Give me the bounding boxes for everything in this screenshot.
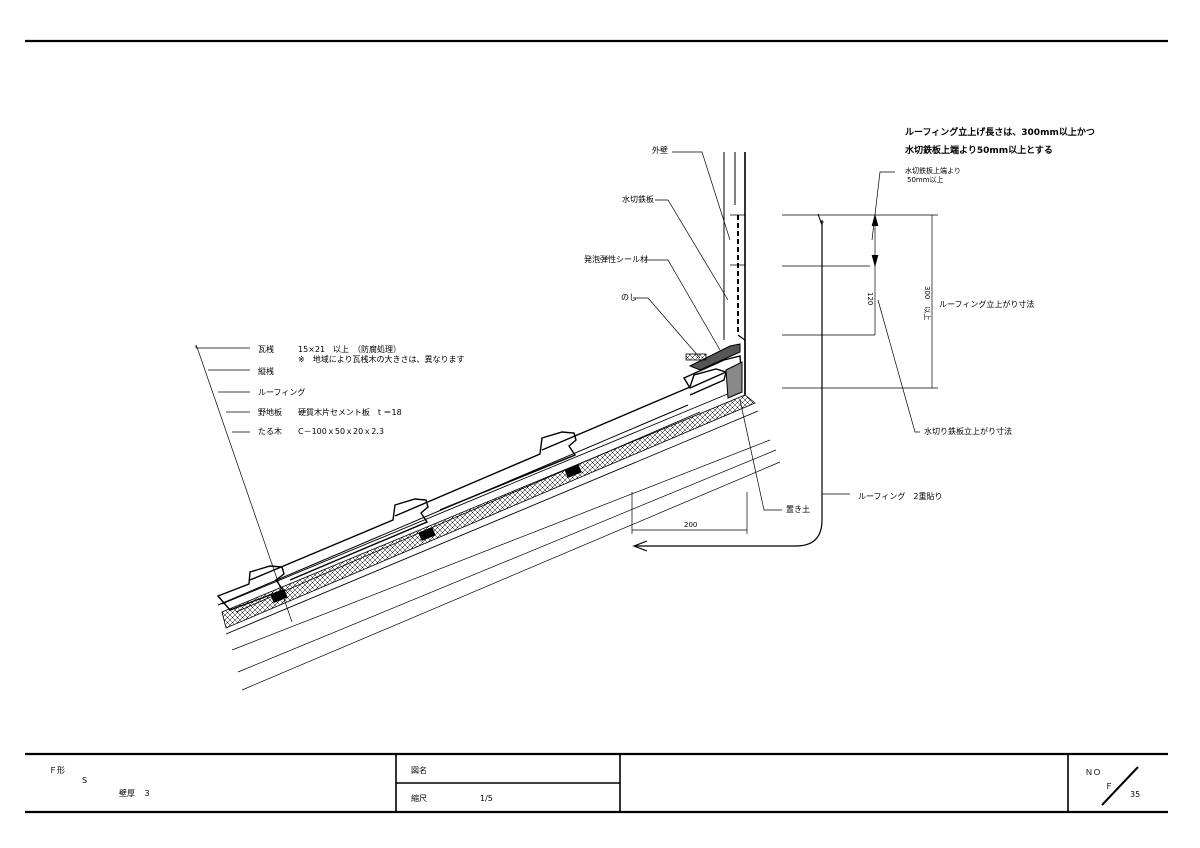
roofing-note-line-1: ルーフィング立上げ長さは、300mm以上かつ <box>905 128 1095 138</box>
label-dim-roof: ルーフィング立上がり寸法 <box>939 300 1035 309</box>
tb-s-label: S <box>82 776 88 785</box>
roof-section <box>216 152 781 691</box>
dim-300: 300 以上 <box>923 286 931 321</box>
tb-kabe-label: 壁厚 ３ <box>119 789 151 798</box>
dim-200: 200 <box>684 521 698 529</box>
tb-f-mark: Ｆ <box>1105 782 1113 791</box>
okitsuchi-block <box>725 361 743 399</box>
label-seal: 発泡弾性シール材 <box>584 255 648 264</box>
dimension-lines <box>631 171 938 552</box>
label-roofing-double: ルーフィング 2重貼り <box>858 492 943 501</box>
label-noshi: のし <box>621 293 637 302</box>
spec-desc-0: 15×21 以上 （防腐処理） <box>298 345 402 354</box>
spec-desc-5: C－100ｘ50ｘ20ｘ2.3 <box>298 427 384 436</box>
label-mizukiri: 水切鉄板 <box>622 195 654 204</box>
spec-name-2: 縦桟 <box>258 367 274 376</box>
label-okitsuchi: 置き土 <box>786 505 810 514</box>
dim-120: 120 <box>866 292 874 306</box>
tb-no-label: ＮＯ <box>1085 768 1101 777</box>
tb-f-label: Ｆ形 <box>49 766 65 775</box>
title-block-lines <box>25 752 1168 814</box>
roofing-double-lap-line <box>636 220 823 547</box>
spec-name-4: 野地板 <box>258 408 282 417</box>
roof-tile-4 <box>541 368 727 451</box>
spec-desc-4: 硬質木片セメント板 t ＝18 <box>298 408 402 417</box>
tb-shukushaku-label: 縮尺 <box>411 794 427 803</box>
tb-zumei-label: 図名 <box>411 766 427 775</box>
label-dim-mizukiri: 水切り鉄板立上がり寸法 <box>924 427 1012 436</box>
spec-name-0: 瓦桟 <box>258 345 274 354</box>
spec-name-5: たる木 <box>258 427 282 436</box>
leader-lines <box>195 151 782 623</box>
roof-tile-3 <box>394 431 577 517</box>
tb-scale-value: 1/5 <box>480 794 493 803</box>
spec-name-3: ルーフィング <box>258 388 306 397</box>
roof-tile-1 <box>216 565 285 611</box>
label-gaiheki: 外壁 <box>652 146 668 155</box>
roofing-note-line-2: 水切鉄板上端より50mm以上とする <box>905 146 1053 156</box>
label-dim-top-b: 50mm以上 <box>907 176 944 184</box>
tb-sheet-no: 35 <box>1130 790 1141 799</box>
spec-desc-1: ※ 地域により瓦桟木の大きさは、異なります <box>298 355 465 364</box>
label-dim-top-a: 水切鉄板上端より <box>905 167 961 175</box>
roof-tile-2 <box>249 498 429 581</box>
